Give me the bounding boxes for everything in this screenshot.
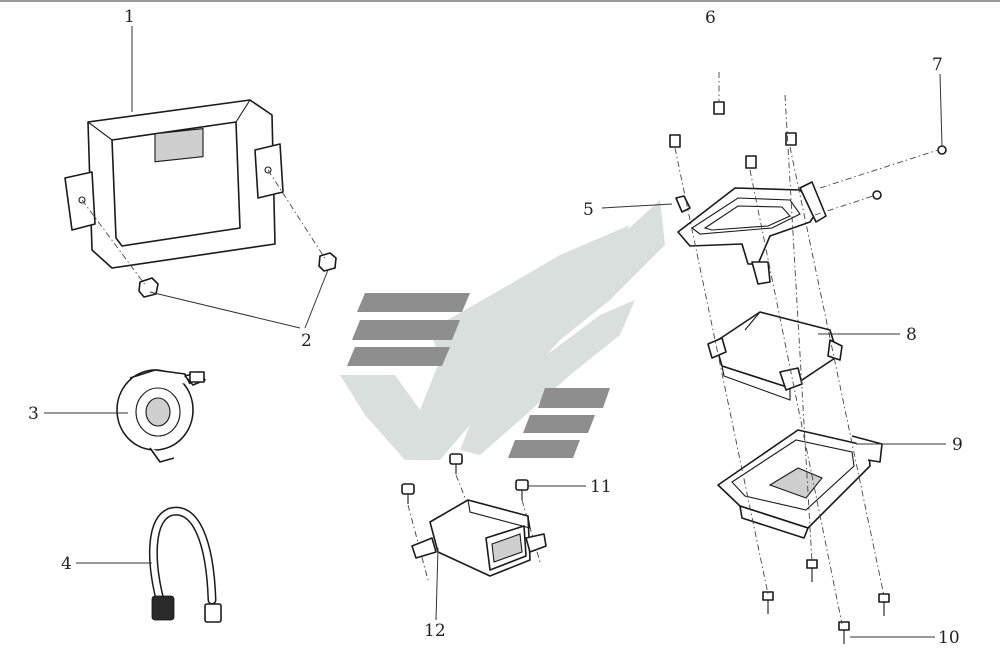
part-2-bolts (81, 169, 337, 298)
part-10-bolts (762, 559, 890, 644)
part-4-wire-harness (149, 506, 222, 623)
brand-logo-icon (154, 128, 204, 163)
callout-12: 12 (424, 621, 446, 641)
callout-10: 10 (938, 628, 960, 648)
callout-5: 5 (583, 200, 594, 220)
part-7-screws (814, 145, 947, 216)
callout-3: 3 (28, 404, 39, 424)
watermark-logo (340, 200, 665, 460)
part-12-sensor-module (411, 499, 547, 577)
assembly-lines (674, 94, 885, 625)
callout-9: 9 (952, 435, 963, 455)
part-5-mounting-bracket (675, 181, 827, 285)
leader-lines (44, 26, 946, 638)
part-9-cover-tray (717, 429, 883, 539)
callout-4: 4 (61, 554, 72, 574)
callout-6: 6 (705, 8, 716, 28)
callout-7: 7 (932, 55, 943, 75)
callout-2: 2 (301, 331, 312, 351)
callout-11: 11 (590, 477, 612, 497)
part-1-control-module (64, 99, 284, 269)
part-3-clock-spring (116, 369, 206, 463)
callout-1: 1 (124, 7, 135, 27)
callout-8: 8 (906, 325, 917, 345)
part-8-airbag-control-unit (707, 311, 843, 401)
part-6-nuts (669, 72, 797, 169)
callouts: 1 2 3 4 5 6 7 8 9 10 11 12 (28, 7, 963, 648)
part-11-bolts (401, 453, 541, 581)
